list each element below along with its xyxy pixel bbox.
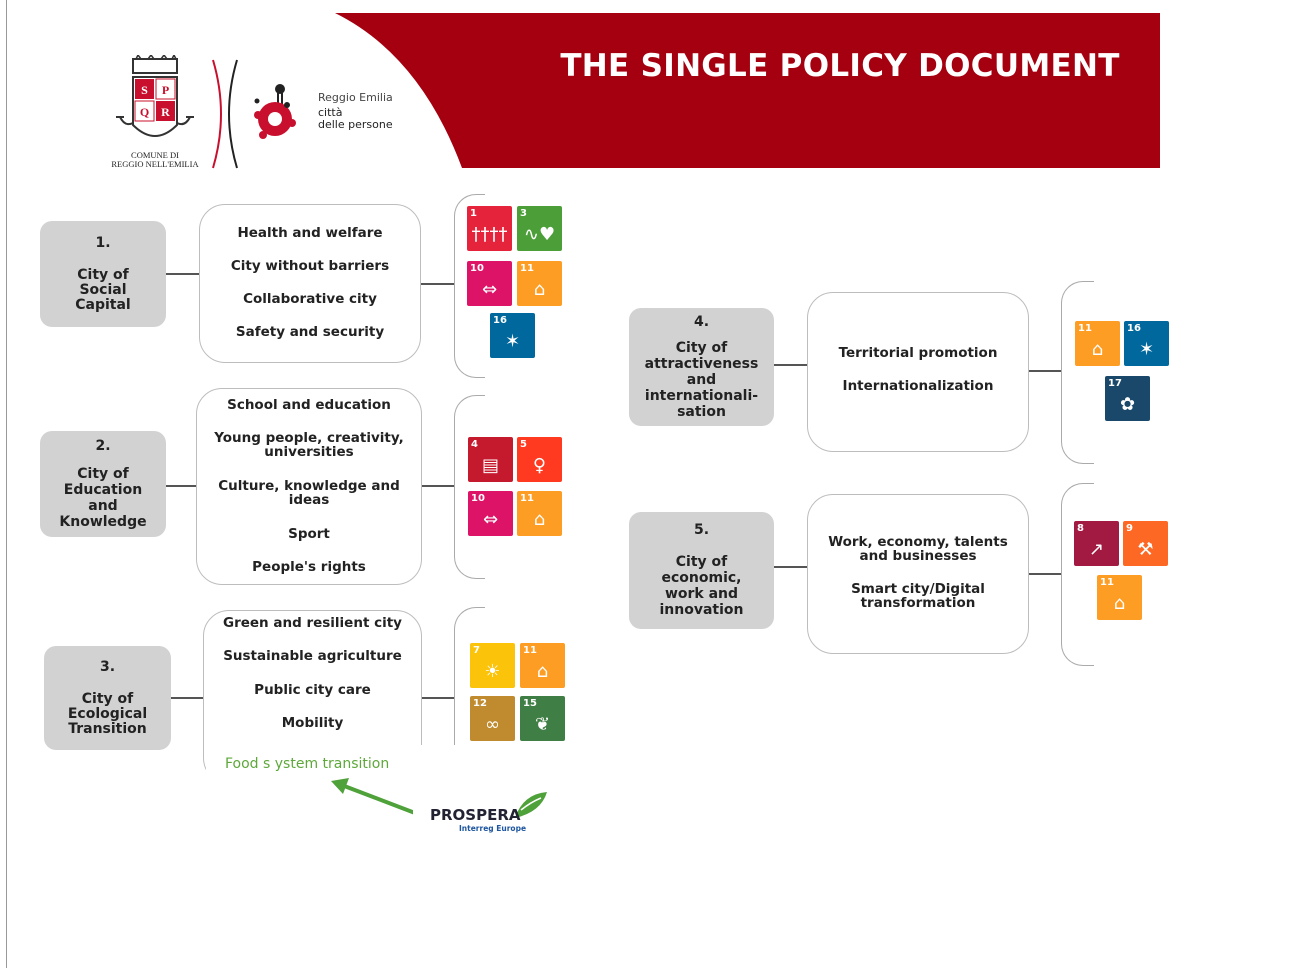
- pillar-number: 5.: [693, 522, 710, 538]
- pillar-number: 1.: [95, 234, 111, 251]
- sdg-goal-icon: 15❦: [520, 696, 565, 741]
- sdg-goal-icon: 3∿♥: [517, 206, 562, 251]
- svg-text:R: R: [161, 105, 170, 119]
- prospera-logo: PROSPERA Interreg Europe: [413, 784, 553, 842]
- arrow-icon: [331, 778, 416, 815]
- pillar-3-label: 3. City of Ecological Transition: [44, 646, 171, 750]
- sdg-goal-icon: 12∞: [470, 696, 515, 741]
- pillar-5-label: 5. City of economic, work and innovation: [629, 512, 774, 629]
- page-left-border: [6, 0, 7, 968]
- connector-line: [422, 485, 455, 487]
- connector-line: [1029, 370, 1062, 372]
- pillar-name: City of attractiveness and international…: [644, 339, 759, 420]
- sdg-goal-icon: 11⌂: [1075, 321, 1120, 366]
- municipality-caption: COMUNE DI REGGIO NELL'EMILIA: [111, 150, 199, 169]
- prospera-name: PROSPERA: [430, 806, 521, 824]
- banner-shape: [335, 13, 1160, 168]
- food-system-transition-text: Food s ystem transition: [225, 756, 390, 772]
- pillar-1-items-box: Health and welfare City without barriers…: [199, 204, 421, 363]
- pillar-name: City of Social Capital: [75, 266, 131, 313]
- policy-item: Sustainable agriculture: [223, 648, 402, 664]
- policy-item: Young people, creativity, universities: [214, 430, 404, 460]
- sdg-goal-icon: 11⌂: [517, 491, 562, 536]
- connector-line: [166, 485, 197, 487]
- sdg-goal-icon: 8↗: [1074, 521, 1119, 566]
- sdg-goal-icon: 11⌂: [1097, 575, 1142, 620]
- policy-item: Smart city/Digital transformation: [851, 581, 985, 611]
- connector-line: [171, 697, 204, 699]
- pillar-2-items-box: School and education Young people, creat…: [196, 388, 422, 585]
- svg-text:Q: Q: [140, 105, 149, 119]
- logo-divider-icon: [212, 59, 238, 169]
- pillar-number: 3.: [99, 658, 116, 675]
- food-system-panel: [206, 745, 488, 785]
- pillar-4-label: 4. City of attractiveness and internatio…: [629, 308, 774, 426]
- sdg-goal-icon: 17✿: [1105, 376, 1150, 421]
- policy-item: Collaborative city: [243, 291, 377, 307]
- policy-item: Mobility: [281, 715, 344, 731]
- sdg-goal-icon: 11⌂: [517, 261, 562, 306]
- city-brand-line1: Reggio Emilia: [318, 91, 393, 104]
- sdg-goal-icon: 4▤: [468, 437, 513, 482]
- city-brand-logo: Reggio Emilia città delle persone: [245, 75, 415, 150]
- page-title: THE SINGLE POLICY DOCUMENT: [560, 48, 1120, 84]
- title-banner: [335, 13, 1160, 168]
- sdg-bracket: [1061, 281, 1094, 464]
- sdg-goal-icon: 16✶: [1124, 321, 1169, 366]
- sdg-goal-icon: 10⇔: [467, 261, 512, 306]
- pillar-5-items-box: Work, economy, talents and businesses Sm…: [807, 494, 1029, 654]
- pillar-name: City of Education and Knowledge: [59, 465, 147, 530]
- policy-item: School and education: [227, 397, 391, 413]
- sdg-goal-icon: 5♀: [517, 437, 562, 482]
- pillar-2-label: 2. City of Education and Knowledge: [40, 431, 166, 537]
- sdg-goal-icon: 16✶: [490, 313, 535, 358]
- connector-line: [421, 283, 455, 285]
- policy-item: Internationalization: [842, 378, 994, 394]
- pillar-4-items-box: Territorial promotion Internationalizati…: [807, 292, 1029, 452]
- sdg-bracket: [1061, 483, 1094, 666]
- pillar-name: City of Ecological Transition: [67, 690, 148, 737]
- prospera-subtitle: Interreg Europe: [459, 824, 527, 833]
- policy-item: Safety and security: [235, 324, 385, 340]
- policy-item: Health and welfare: [237, 225, 383, 241]
- sdg-goal-icon: 9⚒: [1123, 521, 1168, 566]
- coat-of-arms-icon: S P Q R: [116, 53, 194, 137]
- pillar-number: 4.: [693, 313, 710, 330]
- sdg-goal-icon: 10⇔: [468, 491, 513, 536]
- policy-item: Culture, knowledge and ideas: [218, 478, 400, 508]
- city-people-icon: [254, 84, 296, 139]
- connector-line: [774, 566, 808, 568]
- prospera-leaf-icon: [515, 792, 547, 818]
- policy-item: Public city care: [254, 682, 371, 698]
- policy-item: Green and resilient city: [223, 615, 402, 631]
- pillar-number: 2.: [95, 437, 111, 454]
- pillar-1-label: 1. City of Social Capital: [40, 221, 166, 327]
- municipality-logo: S P Q R COMUNE DI REGGIO NELL'EMILIA: [100, 53, 210, 175]
- policy-item: Work, economy, talents and businesses: [828, 534, 1008, 564]
- connector-line: [1029, 573, 1062, 575]
- connector-line: [774, 364, 808, 366]
- sdg-goal-icon: 1††††: [467, 206, 512, 251]
- connector-line: [166, 273, 200, 275]
- svg-text:S: S: [141, 83, 148, 97]
- sdg-goal-icon: 11⌂: [520, 643, 565, 688]
- sdg-bracket: [454, 395, 485, 579]
- svg-text:P: P: [162, 83, 169, 97]
- city-brand-line2: città delle persone: [318, 106, 393, 131]
- pillar-name: City of economic, work and innovation: [659, 554, 744, 618]
- policy-item: Sport: [288, 526, 330, 542]
- connector-line: [422, 697, 455, 699]
- policy-item: People's rights: [252, 559, 366, 575]
- policy-item: City without barriers: [230, 258, 390, 274]
- policy-item: Territorial promotion: [838, 345, 998, 361]
- sdg-goal-icon: 7☀: [470, 643, 515, 688]
